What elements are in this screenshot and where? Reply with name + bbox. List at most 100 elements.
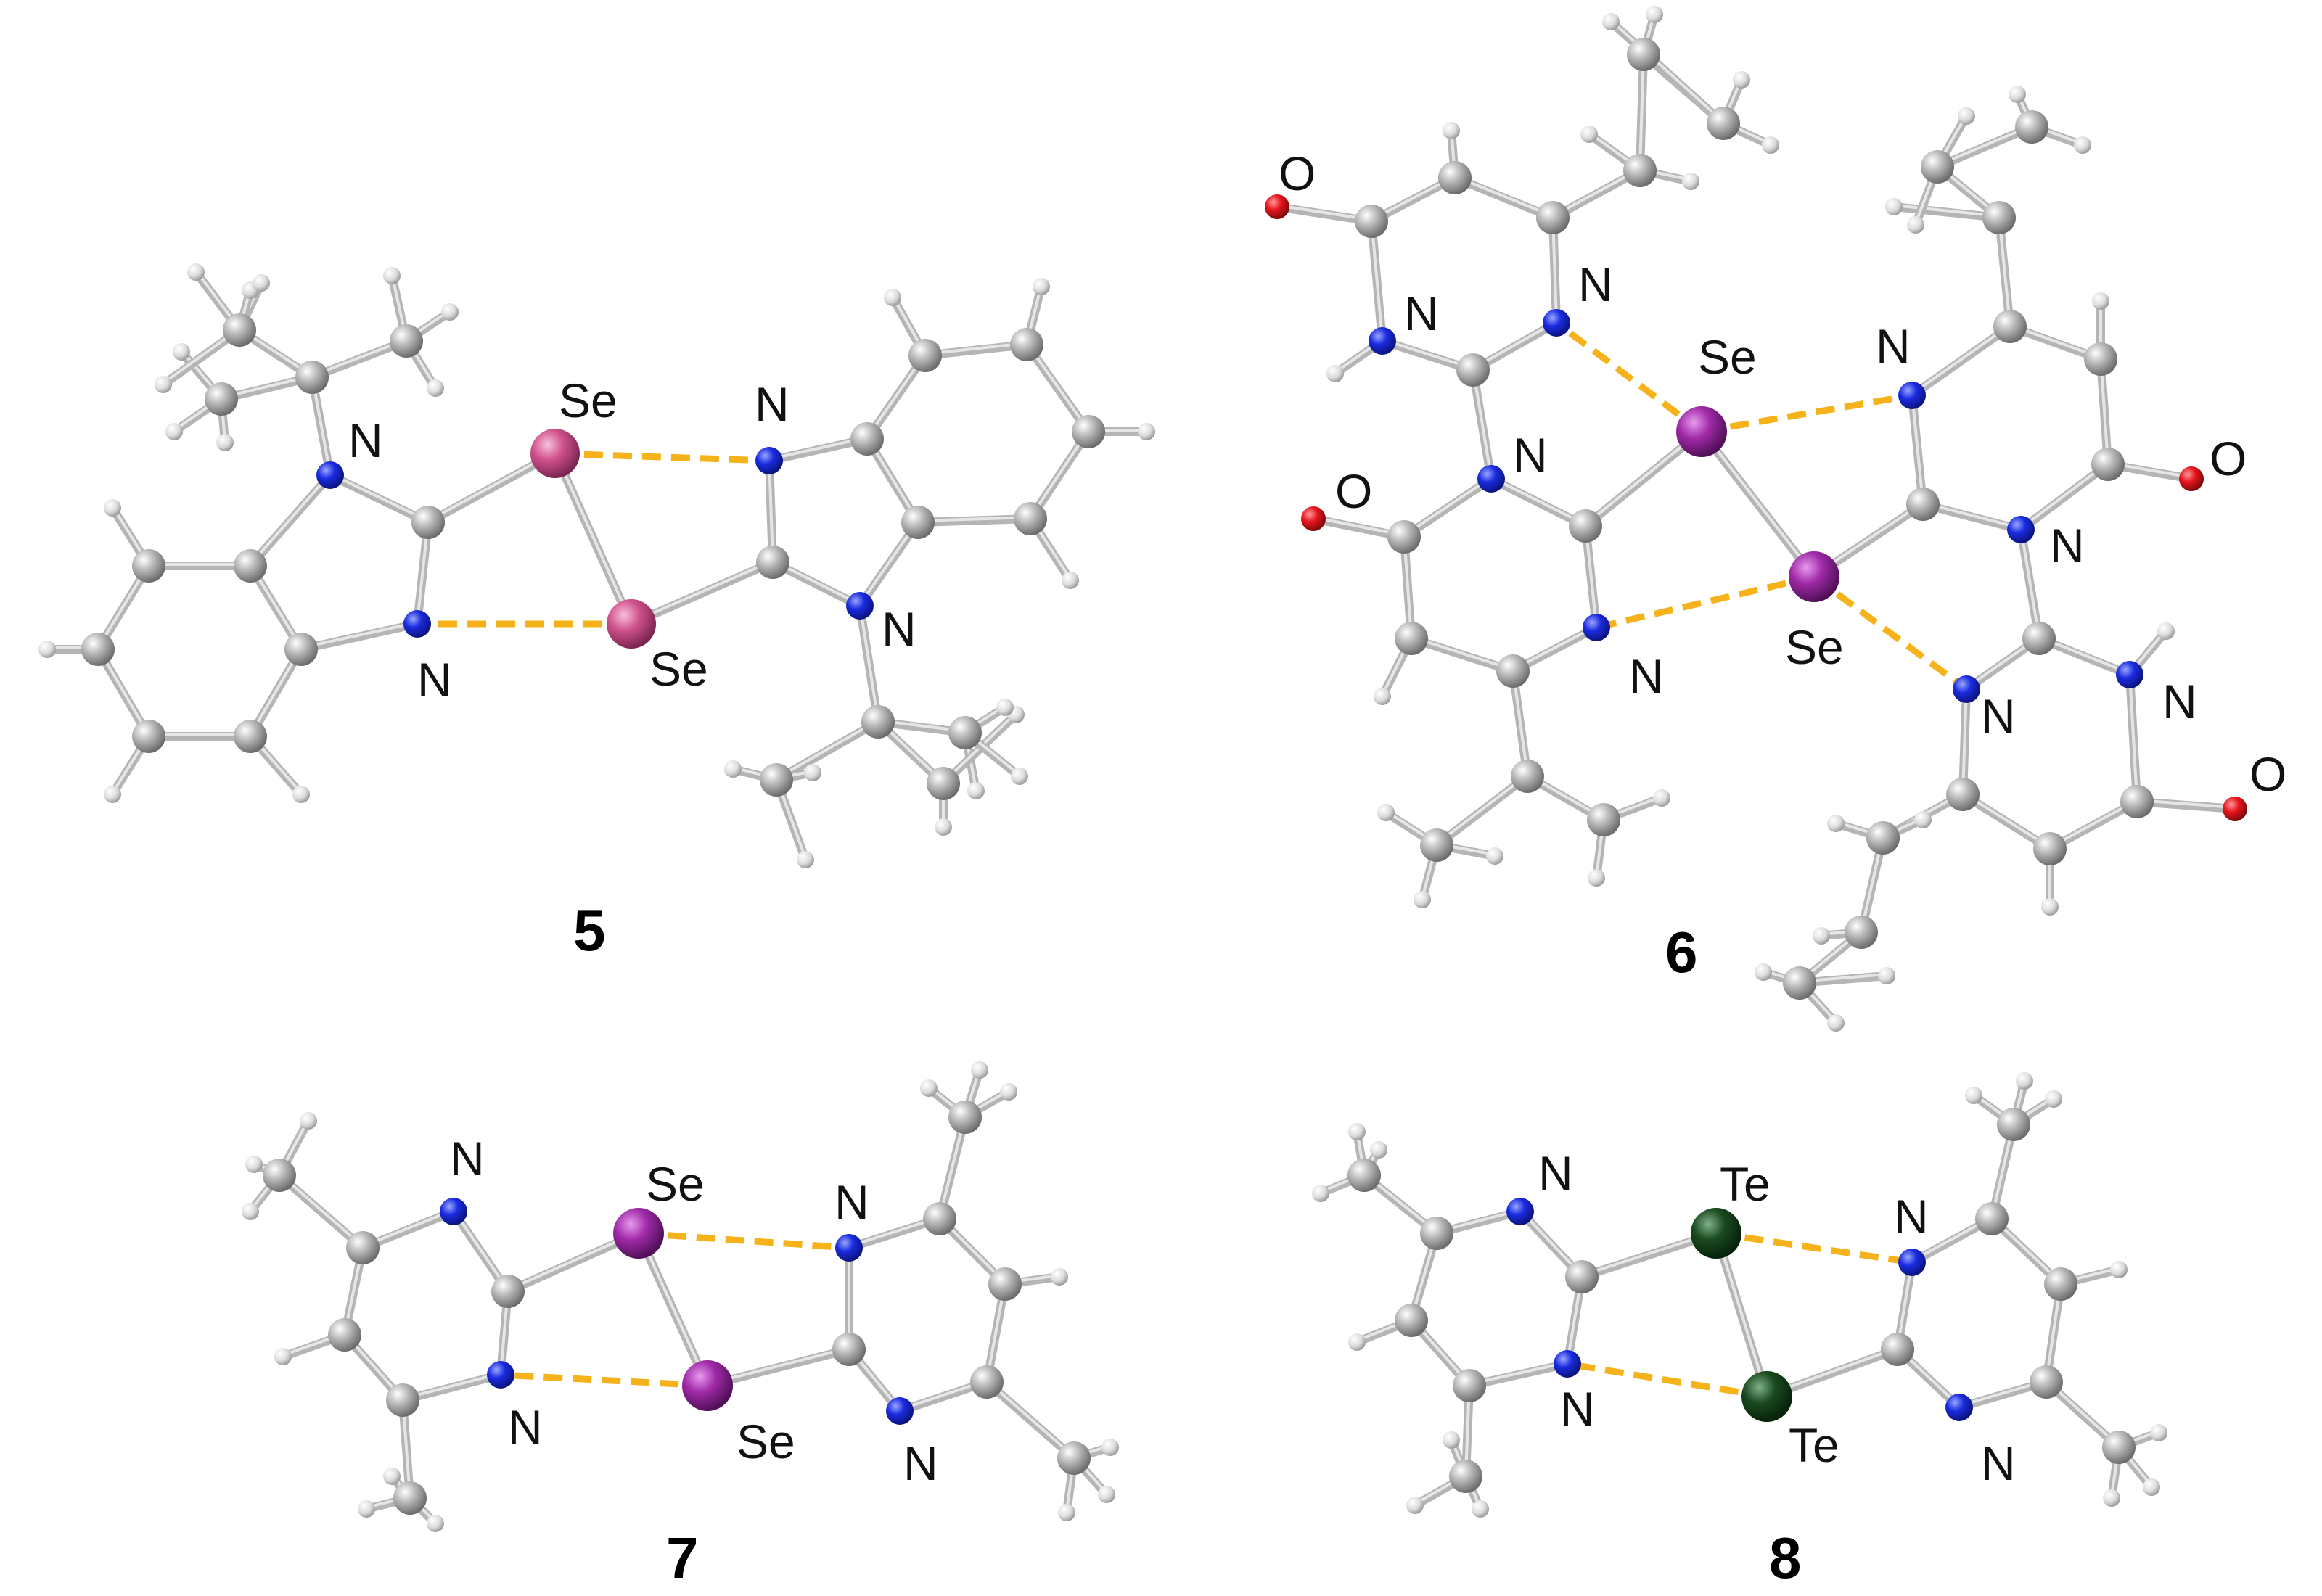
hydrogen-atom: [2092, 292, 2109, 310]
label-n: N: [1560, 1382, 1595, 1436]
carbon-atom: [1395, 1304, 1428, 1337]
carbon-atom: [1355, 205, 1388, 238]
carbon-atom: [346, 1231, 380, 1264]
compound-7-structure: [242, 1061, 1119, 1532]
label-n: N: [834, 1175, 869, 1229]
hydrogen-atom: [1762, 136, 1779, 154]
carbon-atom: [2120, 785, 2154, 818]
bond-highlight: [858, 603, 879, 722]
nitrogen-atom: [403, 610, 431, 638]
label-n: N: [1404, 287, 1439, 340]
carbon-atom: [1420, 1217, 1453, 1250]
selenium-atom: [1676, 406, 1727, 457]
chalcogen-bond-contact: [1715, 1230, 1913, 1266]
bond-highlight: [300, 621, 419, 649]
bond-highlight: [985, 1379, 1075, 1458]
hydrogen-atom: [1312, 1185, 1329, 1202]
carbon-atom: [1993, 310, 2027, 343]
label-n: N: [755, 377, 789, 431]
bond-highlight: [1892, 204, 2001, 218]
carbon-atom: [1456, 353, 1490, 387]
carbon-atom: [861, 705, 895, 739]
carbon-atom: [832, 1333, 866, 1366]
bond-highlight: [637, 1230, 709, 1386]
hydrogen-atom: [1058, 1504, 1075, 1521]
hydrogen-atom: [1051, 1268, 1068, 1286]
hydrogen-atom: [1486, 847, 1503, 865]
hydrogen-atom: [1414, 891, 1431, 908]
nitrogen-atom: [2007, 516, 2035, 543]
label-n: N: [1876, 319, 1911, 373]
label-n: N: [1981, 689, 2016, 743]
nitrogen-atom: [835, 1234, 863, 1262]
compound-6-structure: [1265, 6, 2247, 1032]
chalcogen-bond-contact: [638, 1230, 850, 1251]
bond-highlight: [1638, 52, 1645, 170]
hydrogen-atom: [1755, 963, 1772, 981]
hydrogen-atom: [300, 1112, 317, 1130]
label-n: N: [1981, 1436, 2016, 1490]
bond-highlight: [1472, 367, 1493, 479]
carbon-atom: [2091, 448, 2125, 481]
hydrogen-atom: [1907, 216, 1924, 234]
nitrogen-atom: [1945, 1394, 1973, 1421]
carbon-atom: [1014, 502, 1047, 535]
bond-highlight: [401, 1372, 502, 1400]
label-se: Se: [1785, 620, 1844, 674]
hydrogen-atom: [1580, 126, 1598, 143]
oxygen-atom: [1265, 194, 1289, 219]
label-te: Te: [1720, 1157, 1771, 1211]
carbon-atom: [132, 720, 165, 753]
chalcogen-bond-contact: [500, 1371, 708, 1389]
bond-highlight: [924, 342, 1028, 355]
carbon-atom: [132, 549, 165, 583]
bond-highlight: [361, 1209, 455, 1248]
hydrogen-atom: [2143, 1478, 2160, 1496]
carbon-atom: [2030, 1365, 2063, 1399]
carbon-atom: [1845, 916, 1878, 949]
carbon-atom: [390, 324, 423, 358]
tellurium-atom: [1691, 1208, 1742, 1259]
hydrogen-atom: [1348, 1333, 1366, 1351]
compound-number-6: 6: [1665, 920, 1698, 984]
hydrogen-atom: [2016, 1072, 2033, 1090]
bond-highlight: [249, 472, 332, 566]
carbon-atom: [491, 1275, 525, 1308]
carbon-atom: [1453, 1369, 1486, 1402]
carbon-atom: [328, 1318, 361, 1352]
carbon-atom: [234, 549, 267, 583]
bond-highlight: [1410, 635, 1514, 671]
hydrogen-atom: [245, 1156, 263, 1173]
hydrogen-atom: [1914, 811, 1932, 828]
carbon-atom: [1511, 760, 1544, 793]
carbon-atom: [901, 506, 935, 539]
hydrogen-atom: [920, 1079, 938, 1097]
hydrogen-atom: [1472, 1500, 1489, 1518]
hydrogen-atom: [2045, 1090, 2062, 1108]
carbon-atom: [988, 1267, 1022, 1301]
carbon-atom: [1783, 966, 1816, 1000]
selenium-atom: [607, 599, 656, 649]
bond-highlight: [329, 472, 430, 522]
carbon-atom: [1536, 201, 1570, 234]
hydrogen-atom: [38, 641, 56, 658]
carbon-atom: [1569, 509, 1602, 543]
hydrogen-atom: [1370, 1141, 1387, 1159]
chalcogen-bond-contact: [554, 450, 770, 464]
bonds: [43, 268, 1151, 864]
hydrogen-atom: [274, 1348, 292, 1365]
carbon-atom: [1997, 1108, 2030, 1141]
carbon-atom: [1627, 38, 1660, 71]
bond-highlight: [1403, 476, 1493, 537]
carbon-atom: [908, 339, 942, 372]
hydrogen-atom: [2074, 136, 2091, 154]
nitrogen-atom: [1543, 309, 1570, 337]
hydrogen-atom: [427, 1515, 444, 1532]
bond-highlight: [452, 1209, 509, 1291]
carbon-atom: [2033, 832, 2067, 865]
hydrogen-atom: [216, 434, 234, 451]
bond-highlight: [916, 516, 1032, 522]
bond-highlight: [2128, 672, 2138, 802]
hydrogen-atom: [1101, 1439, 1119, 1456]
hydrogen-atom: [1653, 789, 1670, 807]
